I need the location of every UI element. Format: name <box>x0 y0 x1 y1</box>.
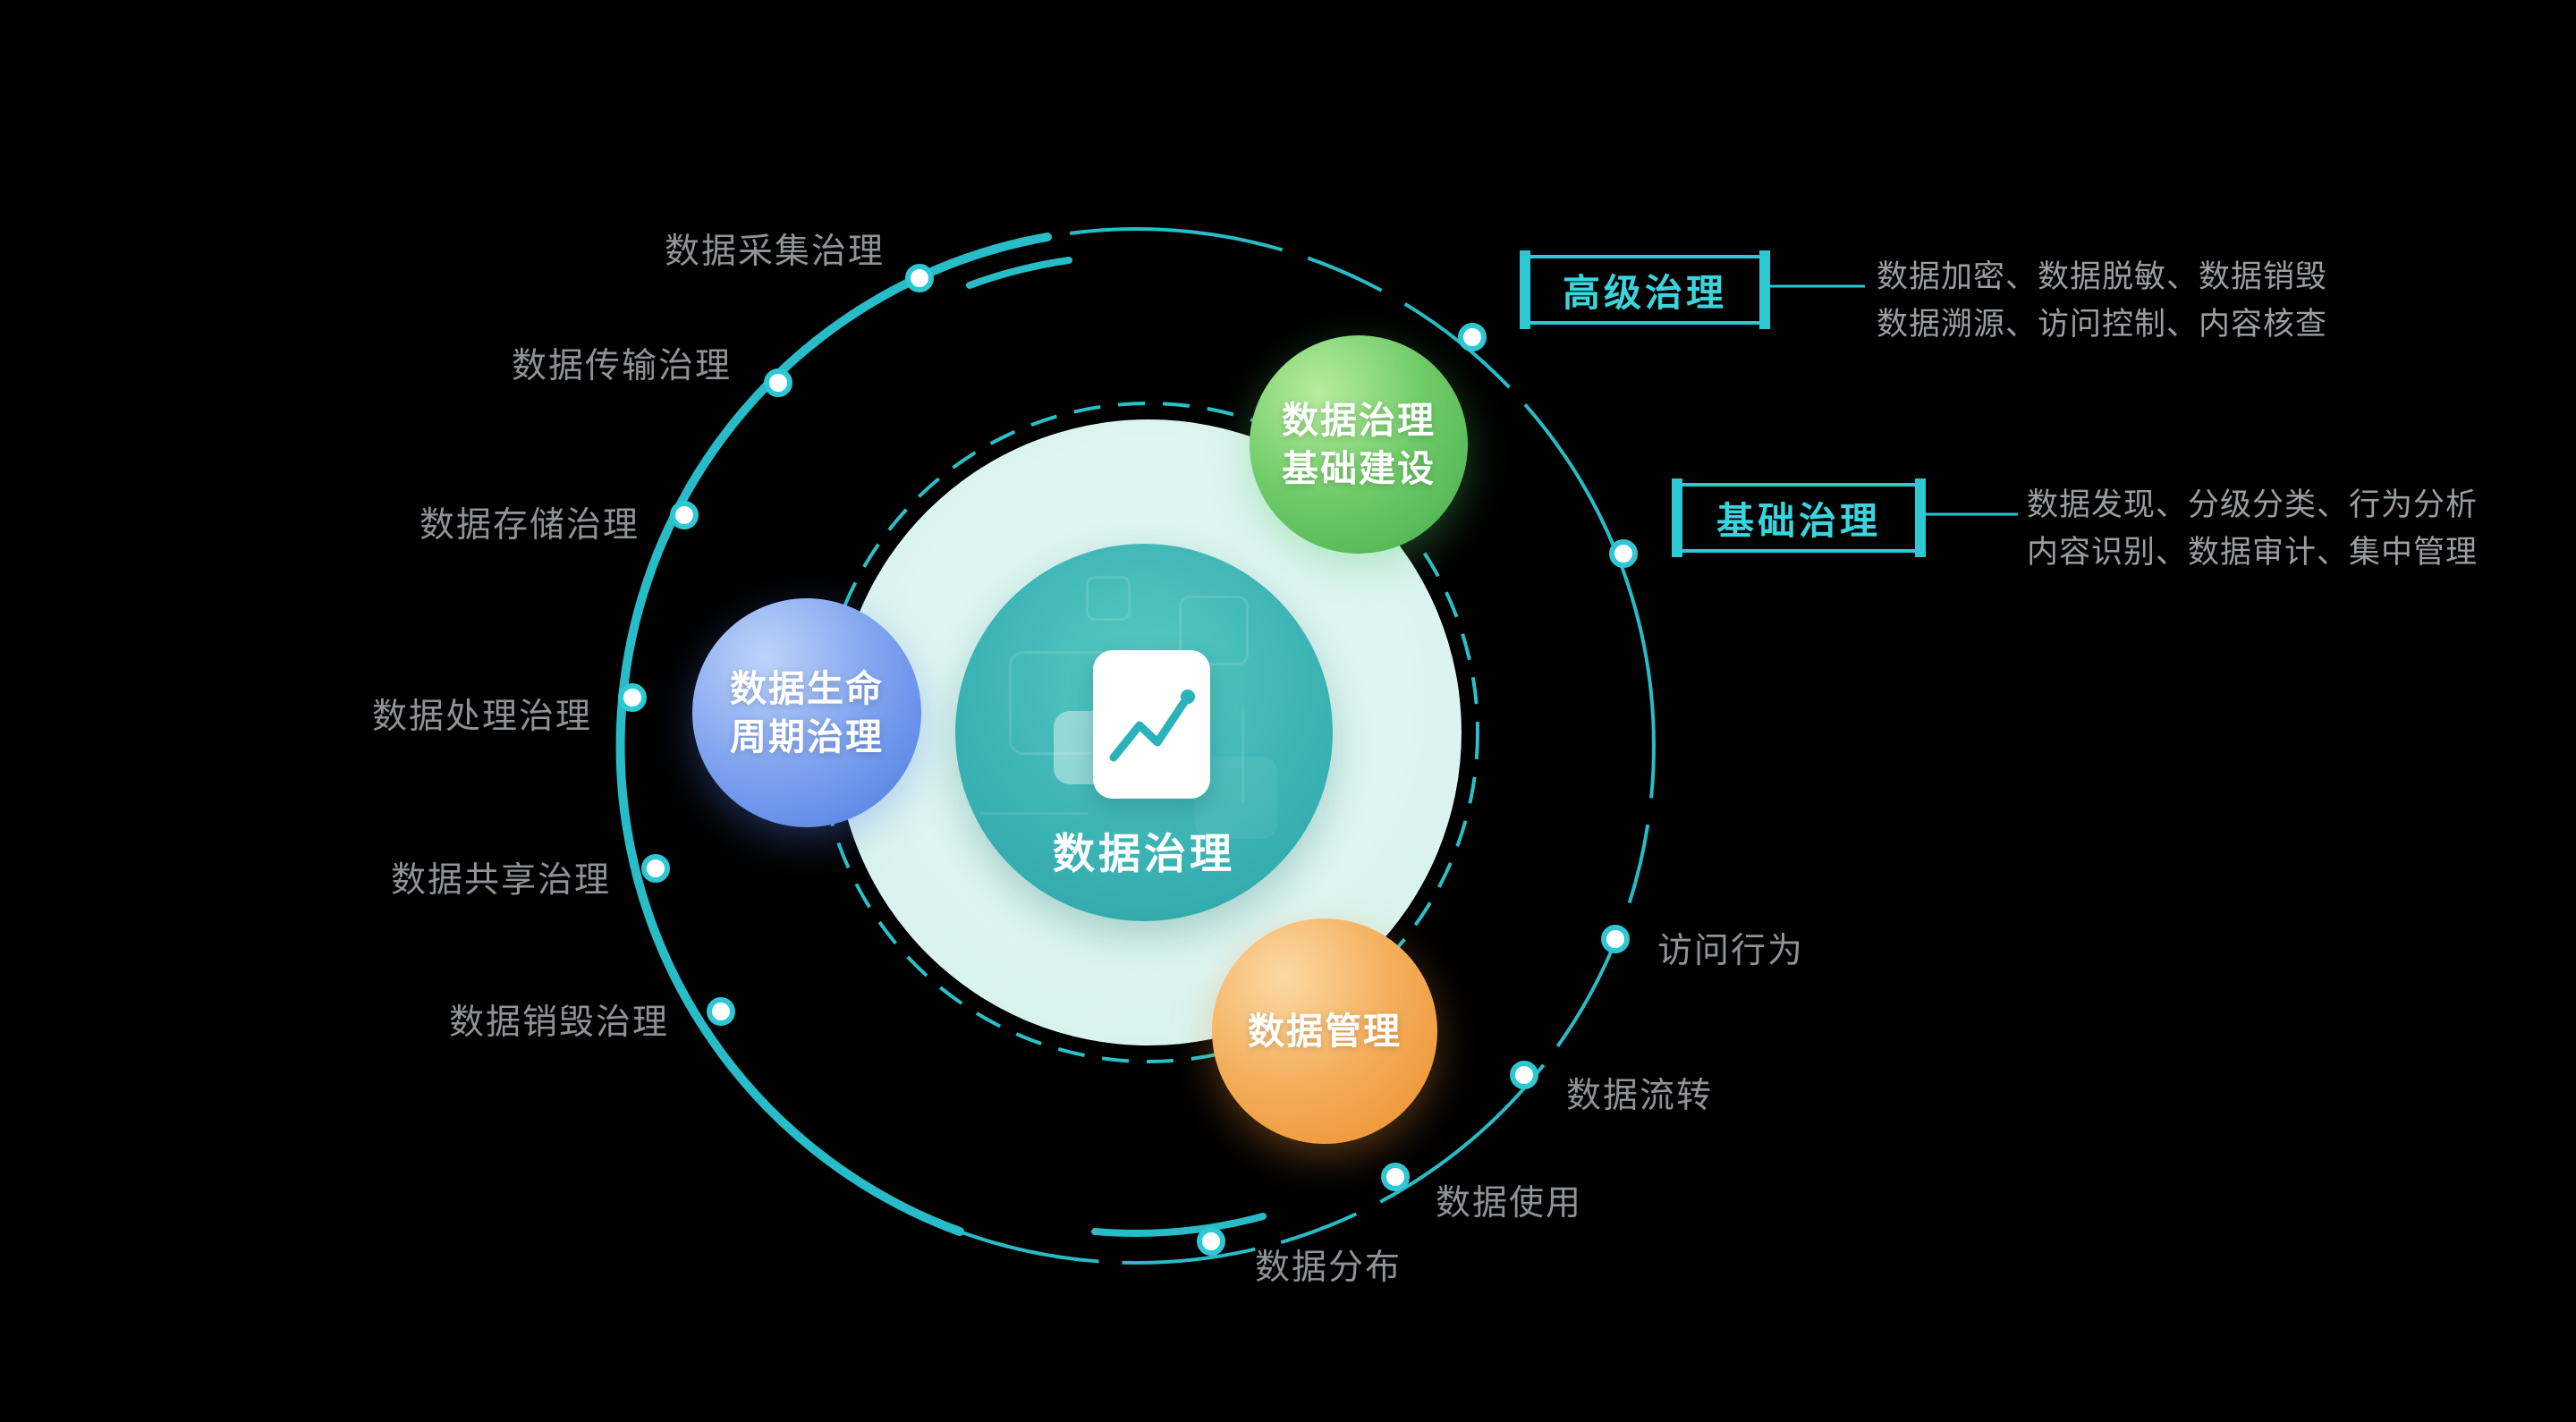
left-label-storage: 数据存储治理 <box>419 506 640 545</box>
bottom-label-usage: 数据使用 <box>1436 1184 1583 1223</box>
node-distribution <box>1197 1227 1225 1256</box>
center-title: 数据治理 <box>1053 830 1235 877</box>
node-usage <box>1381 1163 1410 1191</box>
left-label-transmission: 数据传输治理 <box>512 347 733 385</box>
satellite-management-line1: 数据管理 <box>1248 1010 1402 1052</box>
chart-line-icon <box>1109 690 1195 762</box>
circuit-decor <box>980 812 1088 815</box>
node-transmission <box>764 368 792 397</box>
node-flow <box>1510 1061 1538 1089</box>
satellite-infrastructure-label: 数据治理 基础建设 <box>1282 396 1436 493</box>
left-label-sharing: 数据共享治理 <box>391 861 612 900</box>
satellite-lifecycle-line2: 周期治理 <box>730 716 884 758</box>
callout-advanced-desc-line2: 数据溯源、访问控制、内容核查 <box>1877 306 2328 342</box>
node-storage <box>670 501 699 529</box>
bottom-label-distribution: 数据分布 <box>1255 1248 1402 1287</box>
satellite-infrastructure-line2: 基础建设 <box>1282 448 1436 489</box>
left-label-destruction: 数据销毁治理 <box>449 1003 670 1042</box>
callout-advanced-desc-line1: 数据加密、数据脱敏、数据销毁 <box>1877 259 2328 294</box>
node-advanced-governance <box>1458 323 1487 351</box>
satellite-lifecycle: 数据生命 周期治理 <box>692 598 921 827</box>
node-collection <box>905 264 934 292</box>
node-sharing <box>641 854 670 883</box>
left-label-processing: 数据处理治理 <box>372 698 593 736</box>
document-chart-icon <box>1093 650 1210 799</box>
decor-arc-top <box>966 257 1072 289</box>
decor-arc-bottom <box>1091 1213 1267 1237</box>
left-label-collection: 数据采集治理 <box>665 233 886 271</box>
node-destruction <box>707 997 735 1026</box>
satellite-infrastructure-line1: 数据治理 <box>1282 399 1436 441</box>
node-access <box>1601 925 1630 953</box>
callout-basic-desc: 数据发现、分级分类、行为分析 内容识别、数据审计、集中管理 <box>2027 482 2478 576</box>
callout-advanced-desc: 数据加密、数据脱敏、数据销毁 数据溯源、访问控制、内容核查 <box>1877 254 2327 348</box>
satellite-management: 数据管理 <box>1212 918 1437 1144</box>
circuit-decor <box>1241 705 1244 803</box>
satellite-management-label: 数据管理 <box>1248 1007 1402 1055</box>
callout-basic-desc-line2: 内容识别、数据审计、集中管理 <box>2027 534 2479 570</box>
callout-basic-desc-line1: 数据发现、分级分类、行为分析 <box>2027 487 2479 522</box>
satellite-infrastructure: 数据治理 基础建设 <box>1250 335 1468 554</box>
node-processing <box>618 683 647 712</box>
callout-basic-box: 基础治理 <box>1672 478 1926 557</box>
satellite-lifecycle-label: 数据生命 周期治理 <box>730 664 884 761</box>
callout-advanced-label: 高级治理 <box>1562 271 1727 314</box>
callout-basic-label: 基础治理 <box>1716 499 1881 542</box>
circuit-decor <box>1179 596 1249 665</box>
circuit-decor <box>1086 576 1131 621</box>
bottom-label-flow: 数据流转 <box>1566 1077 1714 1115</box>
node-basic-governance <box>1609 539 1638 568</box>
bottom-label-access: 访问行为 <box>1657 932 1805 970</box>
callout-advanced-box: 高级治理 <box>1520 250 1770 329</box>
satellite-lifecycle-line1: 数据生命 <box>730 667 884 709</box>
